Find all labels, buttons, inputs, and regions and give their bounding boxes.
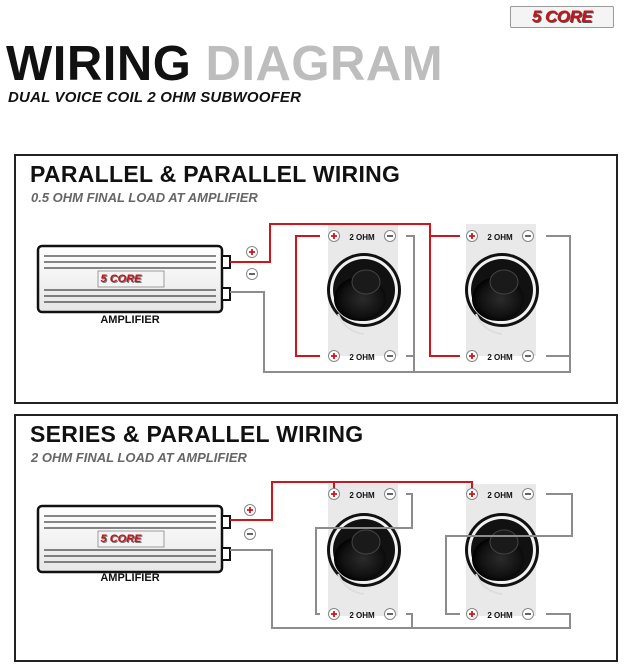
terminal-label: 2 OHM bbox=[349, 233, 375, 242]
title-word-wiring: WIRING bbox=[6, 37, 192, 91]
amplifier-logo: 5 CORE bbox=[100, 533, 142, 545]
negative-wire bbox=[230, 493, 573, 629]
terminal-label: 2 OHM bbox=[487, 491, 513, 500]
terminal-label: 2 OHM bbox=[349, 491, 375, 500]
subwoofer-icon bbox=[326, 223, 402, 357]
subwoofer-icon bbox=[326, 483, 402, 617]
minus-terminal-icon bbox=[245, 267, 259, 281]
parallel-parallel-panel: PARALLEL & PARALLEL WIRING 0.5 OHM FINAL… bbox=[14, 154, 618, 404]
terminal-label: 2 OHM bbox=[487, 611, 513, 620]
amplifier-label: AMPLIFIER bbox=[100, 314, 160, 326]
plus-terminal-icon bbox=[243, 503, 257, 517]
amplifier-logo: 5 CORE bbox=[100, 273, 142, 285]
brand-logo: 5 CORE bbox=[510, 6, 614, 28]
negative-wire bbox=[230, 235, 571, 373]
minus-terminal-icon bbox=[243, 527, 257, 541]
plus-terminal-icon bbox=[245, 245, 259, 259]
page-title: WIRING DIAGRAM bbox=[6, 34, 626, 94]
terminal-label: 2 OHM bbox=[487, 353, 513, 362]
terminal-label: 2 OHM bbox=[349, 611, 375, 620]
positive-wire bbox=[230, 223, 460, 357]
page-subtitle: DUAL VOICE COIL 2 OHM SUBWOOFER bbox=[8, 89, 302, 106]
panel-subtitle: 2 OHM FINAL LOAD AT AMPLIFIER bbox=[31, 450, 247, 465]
panel-subtitle: 0.5 OHM FINAL LOAD AT AMPLIFIER bbox=[31, 190, 258, 205]
subwoofer-icon bbox=[464, 223, 540, 357]
terminal-label: 2 OHM bbox=[349, 353, 375, 362]
terminal-label: 2 OHM bbox=[487, 233, 513, 242]
subwoofer-icon bbox=[464, 483, 540, 617]
series-parallel-panel: SERIES & PARALLEL WIRING 2 OHM FINAL LOA… bbox=[14, 414, 618, 662]
panel-title: SERIES & PARALLEL WIRING bbox=[30, 421, 364, 447]
amplifier-label: AMPLIFIER bbox=[100, 572, 160, 584]
panel-title: PARALLEL & PARALLEL WIRING bbox=[30, 161, 401, 187]
title-word-diagram: DIAGRAM bbox=[205, 37, 444, 91]
